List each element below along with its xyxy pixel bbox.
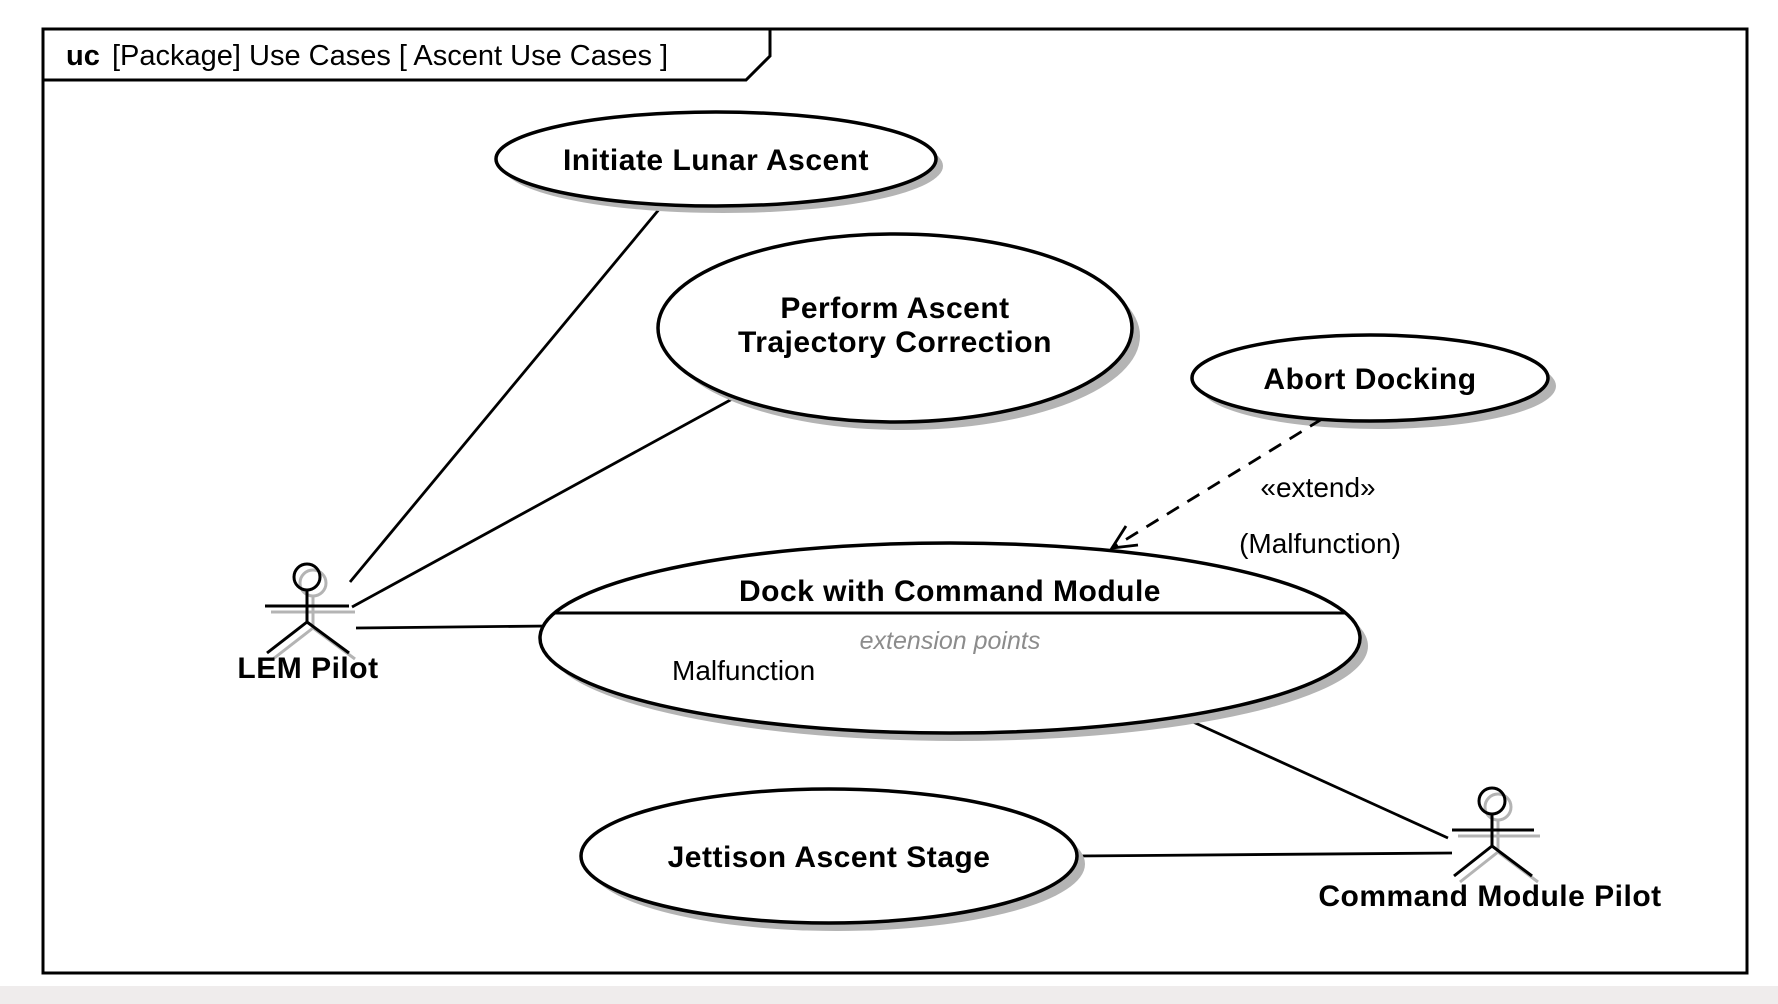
frame-title-keyword: uc — [66, 40, 100, 72]
association-lem-perform[interactable] — [351, 396, 735, 609]
use-case-abort-docking[interactable]: Abort Docking — [1190, 333, 1556, 429]
frame-title-text: [Package] Use Cases [ Ascent Use Cases ] — [112, 40, 668, 72]
extend-dashed-line[interactable] — [1111, 417, 1323, 550]
association-lem-dock[interactable] — [355, 624, 549, 630]
use-case-label: Initiate Lunar Ascent — [563, 144, 869, 177]
use-case-label: Jettison Ascent Stage — [668, 841, 991, 874]
association-jettison-cmp[interactable] — [1076, 851, 1453, 858]
actor-lem-pilot[interactable]: LEM Pilot — [237, 562, 378, 685]
actor-label: LEM Pilot — [237, 652, 378, 685]
extension-points-caption: extension points — [860, 627, 1041, 655]
actor-label: Command Module Pilot — [1318, 880, 1661, 913]
association-dock-cmp[interactable] — [1179, 714, 1449, 840]
use-case-ellipse[interactable] — [656, 232, 1134, 424]
use-case-ellipse[interactable] — [494, 110, 938, 208]
actor-command-module-pilot[interactable]: Command Module Pilot — [1318, 786, 1661, 913]
frame-title-tab — [41, 27, 772, 82]
stick-figure-icon[interactable] — [1452, 786, 1534, 878]
page-bottom-strip — [0, 986, 1778, 1004]
actor-left-leg — [266, 620, 308, 655]
use-case-label-line1: Perform Ascent — [780, 292, 1009, 325]
actor-left-leg — [1453, 844, 1493, 878]
use-case-jettison-ascent-stage[interactable]: Jettison Ascent Stage — [579, 787, 1085, 931]
use-case-perform-ascent-trajectory-correction[interactable]: Perform Ascent Trajectory Correction — [656, 232, 1140, 430]
stick-figure-icon[interactable] — [265, 562, 350, 655]
diagram-frame — [41, 27, 1749, 975]
use-case-ellipse[interactable] — [1190, 333, 1550, 423]
extension-point-name: Malfunction — [672, 655, 815, 686]
open-arrowhead-icon — [1109, 525, 1139, 550]
use-case-label-line2: Trajectory Correction — [738, 326, 1052, 359]
extend-stereotype-label: «extend» — [1260, 472, 1375, 503]
association-lem-initiate[interactable] — [348, 206, 663, 583]
extend-relationship[interactable]: «extend» (Malfunction) — [1109, 417, 1401, 559]
actor-right-leg — [1491, 844, 1533, 878]
use-case-dock-with-command-module[interactable]: Dock with Command Module extension point… — [538, 541, 1368, 741]
use-case-initiate-lunar-ascent[interactable]: Initiate Lunar Ascent — [494, 110, 943, 213]
use-case-label: Dock with Command Module — [739, 575, 1161, 608]
use-case-ellipse[interactable] — [538, 541, 1362, 735]
actor-right-leg — [306, 620, 350, 655]
use-case-ellipse[interactable] — [579, 787, 1079, 925]
use-case-label: Abort Docking — [1263, 363, 1476, 396]
extend-condition-label: (Malfunction) — [1239, 528, 1401, 559]
